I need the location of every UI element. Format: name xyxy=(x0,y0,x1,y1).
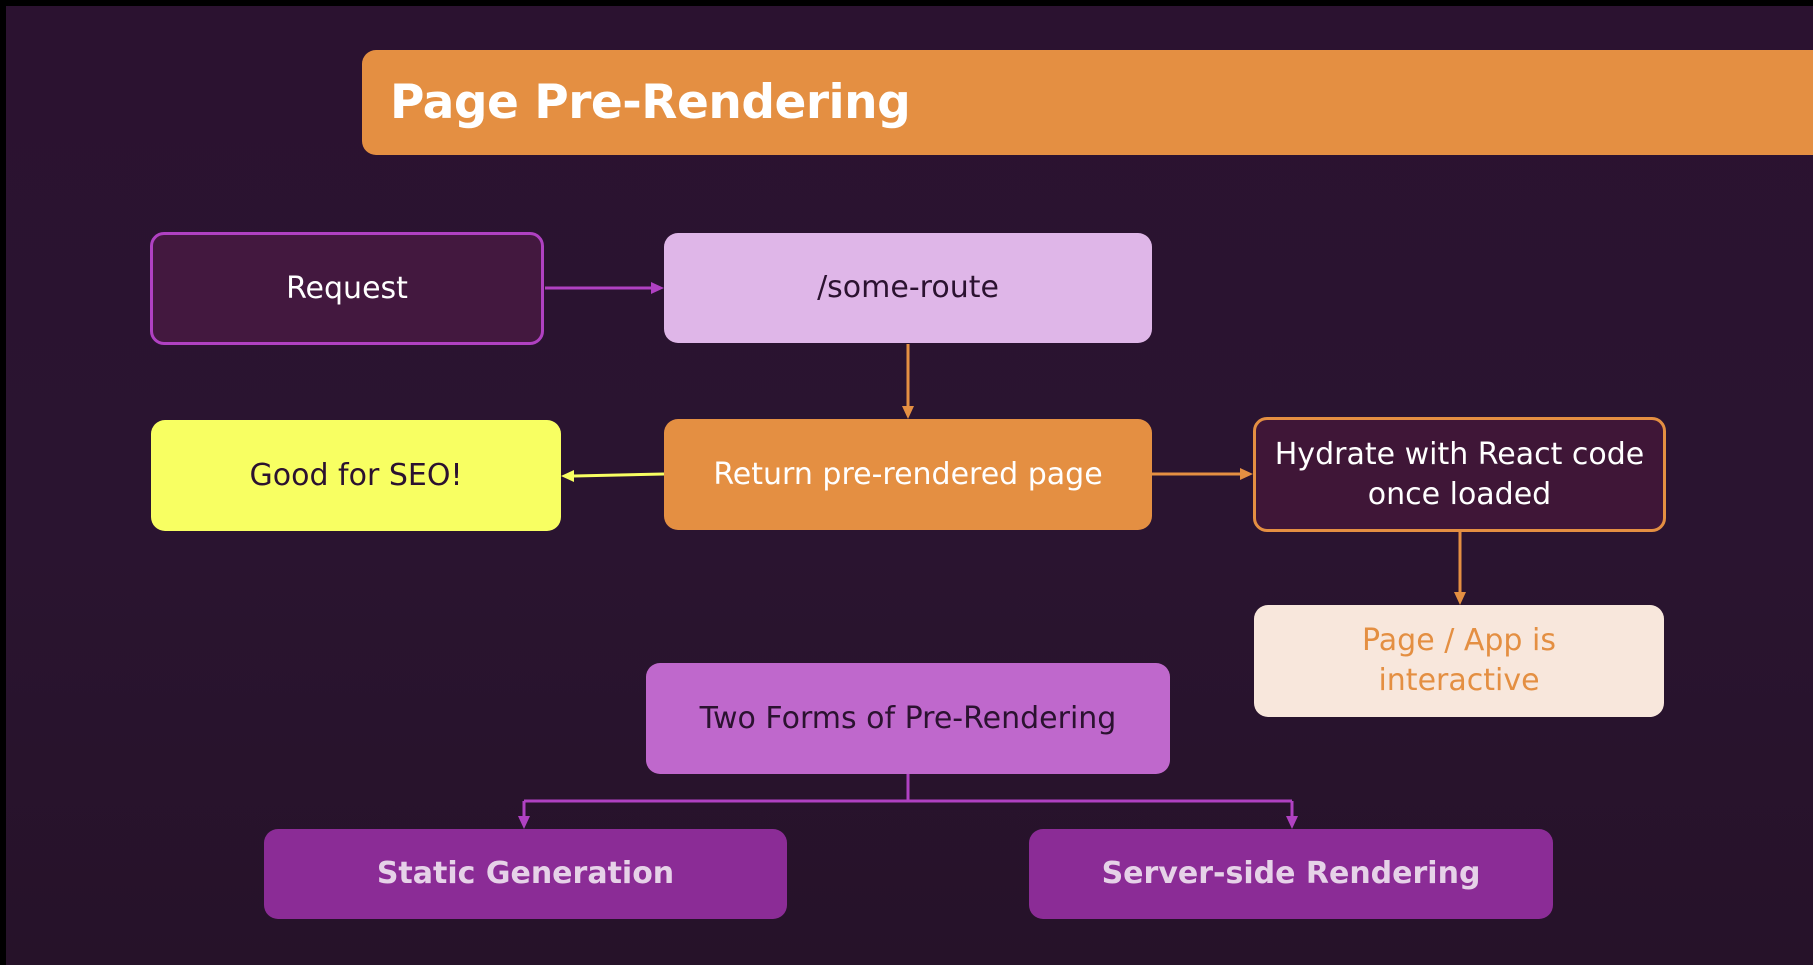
node-good-for-seo-label: Good for SEO! xyxy=(249,457,463,493)
node-some-route: /some-route xyxy=(664,233,1152,343)
node-interactive: Page / App is interactive xyxy=(1254,605,1664,717)
node-some-route-label: /some-route xyxy=(817,270,999,305)
node-interactive-label: Page / App is interactive xyxy=(1362,623,1556,698)
node-two-forms: Two Forms of Pre-Rendering xyxy=(646,663,1170,774)
node-good-for-seo: Good for SEO! xyxy=(151,420,561,531)
node-static-generation-label: Static Generation xyxy=(376,856,675,891)
node-return-pre-rendered-page-label: Return pre-rendered page xyxy=(713,456,1103,492)
node-static-generation: Static Generation xyxy=(264,829,787,919)
title-banner: Page Pre-Rendering xyxy=(362,50,1813,155)
node-hydrate: Hydrate with React code once loaded xyxy=(1253,417,1666,532)
node-hydrate-label: Hydrate with React code once loaded xyxy=(1274,436,1645,512)
node-two-forms-label: Two Forms of Pre-Rendering xyxy=(699,700,1117,736)
node-request: Request xyxy=(150,232,544,345)
node-request-label: Request xyxy=(286,270,408,306)
node-server-side-rendering-label: Server-side Rendering xyxy=(1101,856,1481,891)
node-return-pre-rendered-page: Return pre-rendered page xyxy=(664,419,1152,530)
node-server-side-rendering: Server-side Rendering xyxy=(1029,829,1553,919)
page-title: Page Pre-Rendering xyxy=(390,75,911,130)
